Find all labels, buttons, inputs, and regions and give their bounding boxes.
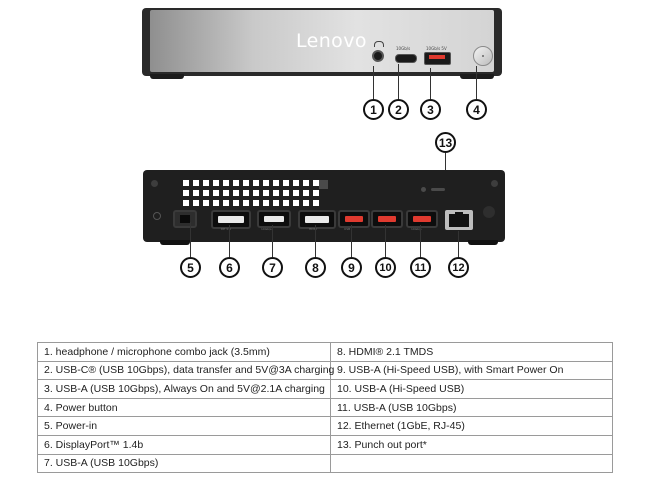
legend-item: 3. USB-A (USB 10Gbps), Always On and 5V@… — [37, 379, 331, 399]
table-row: 4. Power button 11. USB-A (USB 10Gbps) — [37, 397, 613, 418]
lock-slot-icon — [153, 212, 161, 220]
usb-a-smart-power-port-icon — [338, 210, 370, 228]
callout-9: 9 — [341, 257, 362, 278]
leader-line — [229, 225, 230, 257]
rear-foot — [468, 240, 498, 245]
usb-hs-label: USB — [344, 227, 351, 231]
table-row: 5. Power-in 12. Ethernet (1GbE, RJ-45) — [37, 416, 613, 436]
leader-line — [315, 225, 316, 257]
legend-item: 10. USB-A (Hi-Speed USB) — [330, 379, 613, 399]
leader-line — [272, 225, 273, 257]
legend-item: 6. DisplayPort™ 1.4b — [37, 434, 331, 455]
callout-2: 2 — [388, 99, 409, 120]
callout-13: 13 — [435, 132, 456, 153]
callout-6: 6 — [219, 257, 240, 278]
table-row: 2. USB-C® (USB 10Gbps), data transfer an… — [37, 360, 613, 381]
usb-a-label: 10Gb/s 5V — [426, 46, 447, 51]
table-row: 6. DisplayPort™ 1.4b 13. Punch out port* — [37, 434, 613, 455]
displayport-port-icon — [211, 210, 251, 229]
usb-a-port-icon — [424, 52, 451, 65]
table-row: 7. USB-A (USB 10Gbps) — [37, 453, 613, 474]
screw-icon — [491, 180, 498, 187]
legend-item: 13. Punch out port* — [330, 434, 613, 455]
port-legend-table: 1. headphone / microphone combo jack (3.… — [37, 342, 613, 474]
displayport-label: DP 1.4 — [221, 227, 231, 231]
rear-foot — [160, 240, 190, 245]
legend-item: 7. USB-A (USB 10Gbps) — [37, 453, 331, 474]
punch-out-port-icon — [431, 188, 445, 191]
rear-chassis: DP 1.4 10Gb/s HDMI USB 10Gb/s — [143, 170, 505, 242]
usb-a-10g-label: 10Gb/s — [261, 227, 272, 231]
leader-line — [476, 66, 477, 99]
front-chassis: Lenovo 10Gb/s 10Gb/s 5V — [142, 8, 502, 76]
side-clip-icon — [483, 206, 495, 218]
callout-7: 7 — [262, 257, 283, 278]
callout-10: 10 — [375, 257, 396, 278]
ethernet-port-icon — [445, 210, 473, 230]
power-in-port-icon — [173, 210, 197, 228]
callout-12: 12 — [448, 257, 469, 278]
leader-line — [351, 225, 352, 257]
usb-a-hs-port-icon — [371, 210, 403, 228]
legend-item: 1. headphone / microphone combo jack (3.… — [37, 342, 331, 362]
usb-a-10g-label-2: 10Gb/s — [411, 227, 422, 231]
callout-5: 5 — [180, 257, 201, 278]
legend-item: 8. HDMI® 2.1 TMDS — [330, 342, 613, 362]
callout-8: 8 — [305, 257, 326, 278]
legend-item: 9. USB-A (Hi-Speed USB), with Smart Powe… — [330, 360, 613, 381]
legend-item: 12. Ethernet (1GbE, RJ-45) — [330, 416, 613, 436]
table-row: 1. headphone / microphone combo jack (3.… — [37, 342, 613, 362]
callout-11: 11 — [410, 257, 431, 278]
leader-line — [385, 225, 386, 257]
headset-icon — [374, 41, 384, 47]
legend-item: 4. Power button — [37, 397, 331, 418]
hdmi-label: HDMI — [309, 227, 318, 231]
front-foot — [460, 74, 494, 79]
front-panel: Lenovo 10Gb/s 10Gb/s 5V — [150, 10, 494, 72]
leader-line — [398, 64, 399, 99]
leader-line — [190, 222, 191, 257]
brand-logo: Lenovo — [296, 30, 367, 52]
leader-line — [373, 66, 374, 99]
vent-grille — [183, 180, 323, 210]
punch-out-hole-icon — [421, 187, 426, 192]
table-row: 3. USB-A (USB 10Gbps), Always On and 5V@… — [37, 379, 613, 399]
hdmi-port-icon — [298, 210, 336, 229]
leader-line — [430, 68, 431, 99]
callout-3: 3 — [420, 99, 441, 120]
usb-c-label: 10Gb/s — [396, 46, 411, 51]
callout-4: 4 — [466, 99, 487, 120]
leader-line — [420, 225, 421, 257]
usb-a-10g-port-2-icon — [406, 210, 438, 228]
legend-item: 11. USB-A (USB 10Gbps) — [330, 397, 613, 418]
audio-jack-icon — [372, 50, 384, 62]
usb-a-10g-port-icon — [257, 210, 291, 228]
power-button-icon — [473, 46, 493, 66]
front-foot — [150, 74, 184, 79]
screw-icon — [151, 180, 158, 187]
leader-line — [458, 231, 459, 257]
legend-item-empty — [330, 453, 613, 474]
usb-c-port-icon — [395, 54, 417, 63]
callout-1: 1 — [363, 99, 384, 120]
legend-item: 5. Power-in — [37, 416, 331, 436]
legend-item: 2. USB-C® (USB 10Gbps), data transfer an… — [37, 360, 334, 381]
kensington-icon — [319, 180, 328, 189]
